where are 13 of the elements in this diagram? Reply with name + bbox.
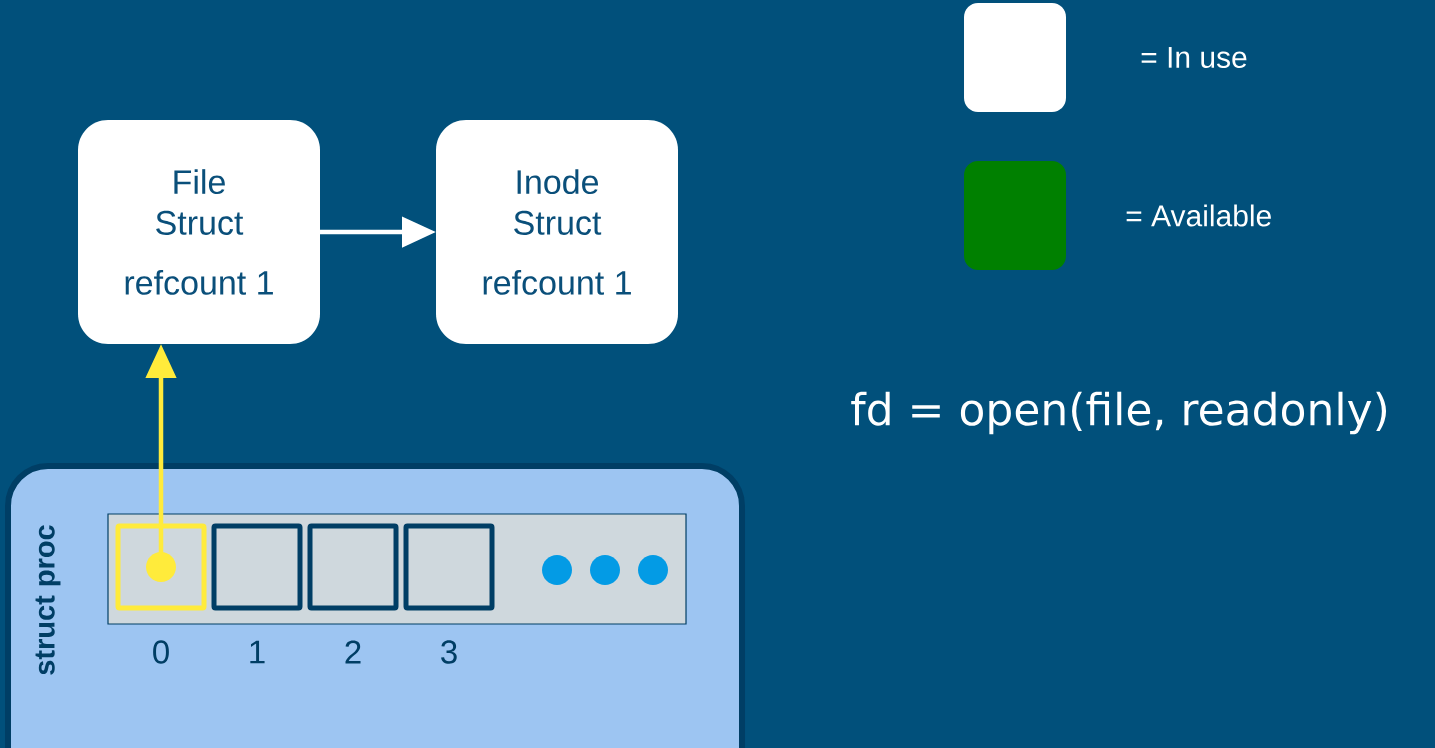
legend-text: = Available xyxy=(1126,204,1271,227)
slot-index: 2 xyxy=(345,640,361,664)
descriptor-slot xyxy=(307,523,399,611)
struct-box: File Struct refcount 1 xyxy=(78,120,320,344)
slot-index: 1 xyxy=(250,640,265,664)
slot-index: 3 xyxy=(441,640,457,664)
legend-text: = In use xyxy=(1141,47,1247,68)
descriptor-slot xyxy=(211,523,303,611)
code-text: fd = open(file, readonly) xyxy=(851,391,1387,435)
descriptor-slot xyxy=(403,523,495,611)
struct-box: Inode Struct refcount 1 xyxy=(436,120,678,344)
slot-index: 0 xyxy=(153,640,169,664)
descriptor-slot xyxy=(115,523,207,611)
